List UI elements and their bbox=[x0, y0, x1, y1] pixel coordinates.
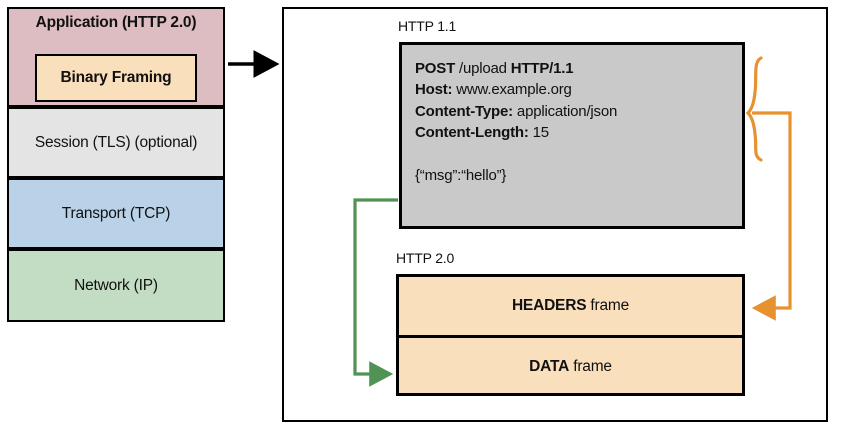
headers-frame-label: HEADERS frame bbox=[512, 297, 629, 315]
headers-frame: HEADERS frame bbox=[399, 277, 742, 335]
data-frame-name: DATA bbox=[529, 358, 570, 375]
headers-frame-suffix: frame bbox=[586, 297, 630, 314]
header-content-type-name: Content-Type: bbox=[415, 102, 513, 120]
request-method: POST bbox=[415, 60, 456, 77]
protocol-stack: Application (HTTP 2.0) Binary Framing Se… bbox=[7, 7, 225, 322]
http11-caption: HTTP 1.1 bbox=[398, 18, 457, 34]
request-path: /upload bbox=[455, 60, 511, 77]
binary-framing-box: Binary Framing bbox=[35, 54, 197, 102]
layer-transport-label: Transport (TCP) bbox=[61, 204, 171, 222]
http20-caption: HTTP 2.0 bbox=[396, 250, 455, 266]
layer-application-label: Application (HTTP 2.0) bbox=[35, 14, 197, 31]
data-frame: DATA frame bbox=[399, 335, 742, 396]
layer-transport: Transport (TCP) bbox=[7, 178, 225, 249]
layer-session-label: Session (TLS) (optional) bbox=[34, 133, 198, 151]
request-version: HTTP/1.1 bbox=[510, 60, 574, 77]
header-content-type-value: application/json bbox=[512, 102, 618, 120]
http20-frames-box: HEADERS frame DATA frame bbox=[396, 274, 745, 396]
header-host: Host: www.example.org bbox=[415, 79, 742, 100]
request-line: POST /upload HTTP/1.1 bbox=[415, 58, 742, 79]
header-content-length: Content-Length: 15 bbox=[415, 122, 742, 143]
layer-network-label: Network (IP) bbox=[74, 276, 158, 294]
headers-frame-name: HEADERS bbox=[511, 297, 587, 314]
binary-framing-label: Binary Framing bbox=[60, 69, 172, 86]
message-body: {“msg”:“hello”} bbox=[415, 167, 507, 185]
header-host-name: Host: bbox=[415, 81, 453, 99]
header-host-value: www.example.org bbox=[452, 81, 572, 99]
header-content-length-name: Content-Length: bbox=[415, 123, 529, 141]
header-content-type: Content-Type: application/json bbox=[415, 101, 742, 122]
layer-session: Session (TLS) (optional) bbox=[7, 107, 225, 178]
http11-message-box: POST /upload HTTP/1.1 Host: www.example.… bbox=[399, 42, 745, 229]
data-frame-suffix: frame bbox=[569, 358, 612, 375]
data-frame-label: DATA frame bbox=[529, 358, 612, 376]
header-content-length-value: 15 bbox=[528, 123, 550, 141]
layer-network: Network (IP) bbox=[7, 249, 225, 322]
